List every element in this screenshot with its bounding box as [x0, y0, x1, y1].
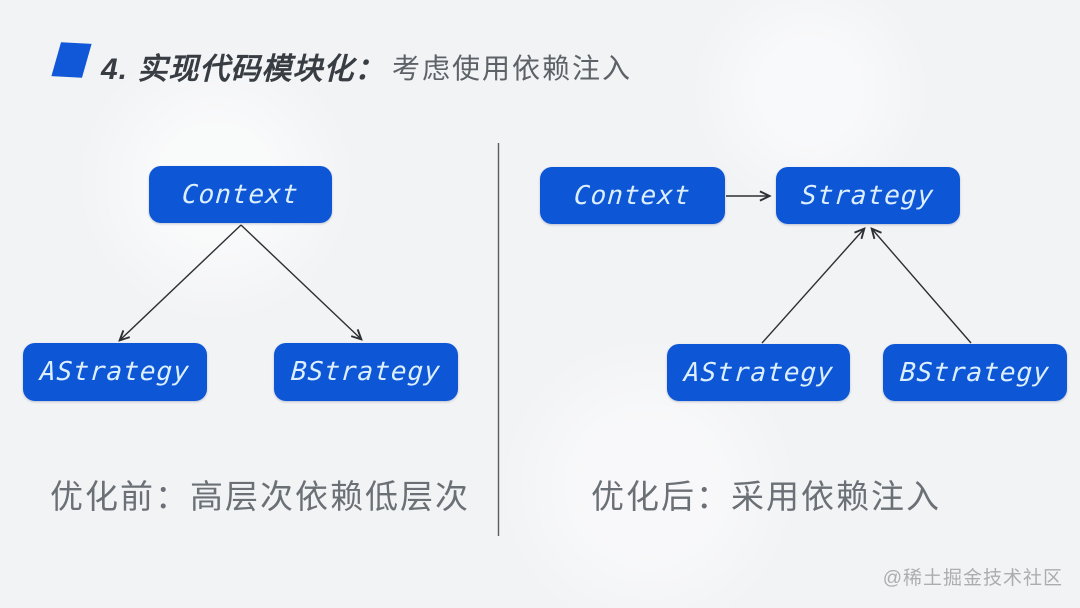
caption-after: 优化后：采用依赖注入: [591, 478, 941, 515]
node-left-astrategy-label: AStrategy: [38, 357, 191, 387]
arrow-left-context-to-astrategy: [120, 224, 242, 340]
node-left-astrategy: AStrategy: [23, 343, 207, 401]
node-left-bstrategy: BStrategy: [274, 343, 458, 401]
caption-before: 优化前：高层次依赖低层次: [50, 478, 470, 515]
node-right-context-label: Context: [573, 180, 692, 211]
node-right-strategy: Strategy: [776, 167, 960, 224]
node-right-bstrategy-label: BStrategy: [898, 357, 1051, 388]
arrow-left-context-to-bstrategy: [240, 224, 361, 339]
arrow-right-bstrategy-to-strategy: [872, 229, 972, 344]
node-right-context: Context: [540, 167, 725, 224]
node-left-bstrategy-label: BStrategy: [289, 357, 442, 387]
node-left-context-label: Context: [181, 179, 300, 210]
node-right-astrategy-label: AStrategy: [682, 357, 835, 388]
node-right-astrategy: AStrategy: [667, 344, 850, 401]
node-left-context: Context: [149, 166, 332, 223]
section-title: 4. 实现代码模块化：: [101, 53, 386, 86]
section-subtitle: 考虑使用依赖注入: [392, 53, 633, 84]
watermark: @稀土掘金技术社区: [882, 568, 1063, 589]
node-right-strategy-label: Strategy: [800, 180, 936, 211]
arrow-right-astrategy-to-strategy: [761, 229, 864, 344]
node-right-bstrategy: BStrategy: [883, 344, 1067, 401]
